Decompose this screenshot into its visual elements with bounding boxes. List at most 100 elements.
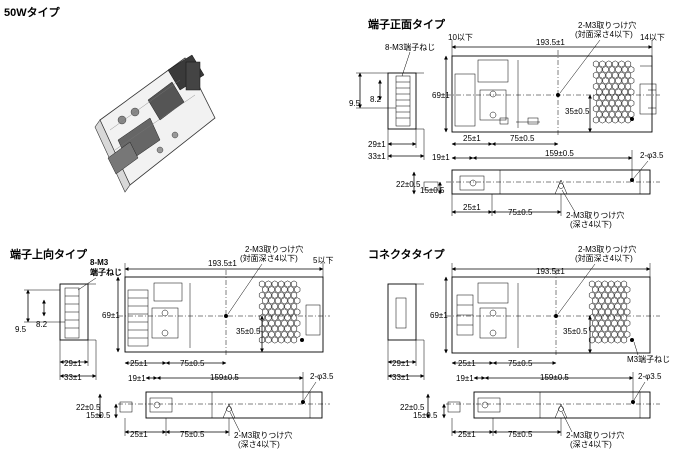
vent-hole [287,286,294,294]
vent-hole [614,291,621,299]
vent-hole [265,291,272,299]
conn-dim-25b: 25±1 [458,430,476,439]
vent-hole [628,66,635,74]
vent-hole [598,308,605,316]
vent-hole [614,314,621,322]
vent-hole [618,116,625,124]
vent-hole [604,297,612,305]
conn-note-terminal: M3端子ねじ [627,354,670,364]
vent-hole [598,330,605,338]
vent-hole [274,286,282,294]
vent-hole [588,302,596,310]
vent-hole [595,280,602,288]
conn-main-view [451,276,651,354]
conn-dim-15: 15±0.5 [413,411,438,420]
vent-hole [624,105,632,113]
vent-hole [620,314,628,322]
vent-hole [605,116,612,124]
vent-hole [628,88,635,96]
vent-hole [290,302,298,310]
vent-hole [611,297,618,305]
vent-hole [271,325,278,333]
vent-hole [618,71,625,79]
vent-hole [601,291,608,299]
vent-hole [278,325,285,333]
vent-hole [290,280,298,288]
conn-dim-35: 35±0.5 [563,327,588,336]
vent-hole [617,319,624,327]
vent-hole [615,77,622,85]
front-dim-25b: 25±1 [463,203,481,212]
vent-hole [621,99,628,107]
vent-hole [605,105,612,113]
vent-hole [612,116,619,124]
vent-hole [258,302,266,310]
conn-dim-75: 75±0.5 [508,359,533,368]
vent-hole [599,105,606,113]
vent-hole [265,302,272,310]
up-dim-25b: 25±1 [130,430,148,439]
vent-hole [265,314,272,322]
vent-hole [612,82,619,90]
vent-hole [258,280,266,288]
vent-hole [612,94,619,102]
vent-hole [265,280,272,288]
vent-hole [592,286,599,294]
vent-hole [605,94,612,102]
vent-hole [278,280,285,288]
vent-hole [601,325,608,333]
front-dim-left-margin: 10以下 [448,33,473,42]
vent-hole [611,319,618,327]
vent-hole [287,319,294,327]
vent-hole [604,330,612,338]
front-note-mount-top-sub: (対面深さ4以下) [575,29,633,39]
front-dim-9-5: 9.5 [349,99,361,108]
vent-hole [294,319,301,327]
front-dim-15: 15±0.5 [420,186,445,195]
up-dim-phi: 2-φ3.5 [310,372,334,381]
vent-hole [599,71,606,79]
section-front-title: 端子正面タイプ [368,17,446,31]
vent-hole [608,280,615,288]
vent-hole [602,99,609,107]
vent-hole [601,314,608,322]
section-connector: コネクタタイプ [368,244,670,449]
front-dim-22: 22±0.5 [396,180,421,189]
vent-hole [618,82,625,90]
vent-hole [588,291,596,299]
conn-dim-width-total: 193.5±1 [536,267,565,276]
vent-hole [628,77,635,85]
section-front-terminal: 端子正面タイプ [349,17,665,229]
vent-hole [596,99,603,107]
vent-hole [599,60,606,68]
vent-hole [592,105,600,113]
conn-dim-75b: 75±0.5 [508,430,533,439]
vent-hole [287,330,294,338]
vent-hole [624,60,632,68]
vent-hole [268,297,275,305]
conn-dim-22: 22±0.5 [400,403,425,412]
vent-hole [595,314,602,322]
front-note-mount-bottom-sub: (深さ4以下) [570,220,612,229]
vent-hole [601,302,608,310]
conn-dim-33: 33±1 [392,373,410,382]
front-dim-159: 159±0.5 [545,149,574,158]
vent-hole [281,297,288,305]
vent-hole [274,297,282,305]
vent-hole [284,325,291,333]
vent-hole [596,110,603,118]
up-bottom-view [145,391,323,419]
vent-hole [258,291,266,299]
conn-dim-height: 69±1 [430,311,448,320]
vent-hole [611,308,618,316]
vent-hole [268,330,275,338]
vent-hole [278,336,285,344]
vent-hole [608,99,616,107]
up-side-view [59,283,89,341]
front-note-mount-top: 2-M3取りつけ穴 [578,20,636,30]
vent-hole [265,336,272,344]
front-dim-19: 19±1 [432,153,450,162]
up-note-mount-top-sub: (対面深さ4以下) [240,253,298,263]
vent-hole [601,336,608,344]
